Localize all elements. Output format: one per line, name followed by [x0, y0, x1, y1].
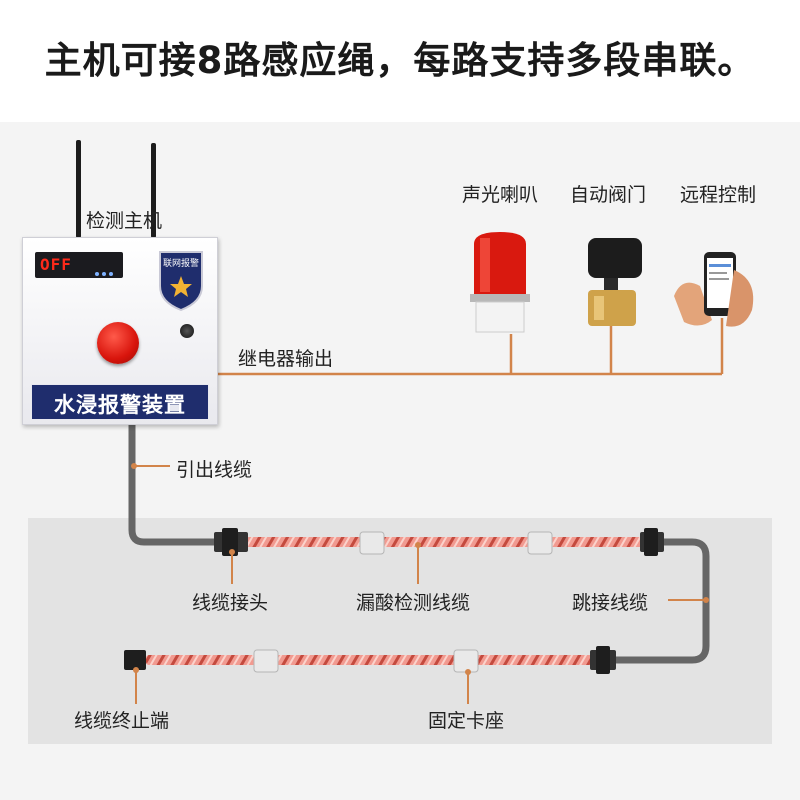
display-readout: OFF	[40, 255, 72, 274]
sensing-cable-lower	[146, 655, 596, 665]
phone-icon	[674, 252, 754, 327]
lead-out-cable-label: 引出线缆	[176, 459, 253, 481]
alarm-button	[97, 322, 139, 364]
badge-label: 联网报警	[162, 259, 199, 269]
device-nameplate: 水浸报警装置	[31, 384, 209, 420]
fixing-clip	[253, 649, 279, 673]
valve-icon	[588, 238, 642, 326]
output-label-siren: 声光喇叭	[462, 184, 539, 206]
detection-host-device: OFF 联网报警 水浸报警装置	[22, 237, 218, 425]
nameplate-text: 水浸报警装置	[54, 393, 186, 417]
jumper-cable-label: 跳接线缆	[572, 592, 649, 614]
status-display: OFF	[35, 252, 123, 278]
sensor-lens	[180, 324, 194, 338]
sensing-cable-upper	[246, 537, 646, 547]
relay-output-label: 继电器输出	[238, 348, 334, 370]
output-label-remote: 远程控制	[680, 184, 757, 206]
sensing-cable-label: 漏酸检测线缆	[356, 592, 471, 614]
headline: 主机可接8路感应绳，每路支持多段串联。	[44, 39, 756, 82]
cable-connector	[214, 528, 248, 556]
police-badge-icon	[159, 251, 203, 312]
connector-label: 线缆接头	[192, 592, 269, 614]
leader-dots	[131, 463, 709, 675]
cable-connector	[640, 528, 664, 556]
cable-connector	[590, 646, 616, 674]
fixing-clip	[527, 531, 553, 555]
lead-out-cable	[128, 424, 216, 546]
fixing-clip	[359, 531, 385, 555]
host-label: 检测主机	[86, 210, 163, 232]
fixing-clip	[453, 649, 479, 673]
terminator-label: 线缆终止端	[74, 710, 170, 732]
antenna-icon	[76, 140, 156, 238]
output-label-valve: 自动阀门	[570, 184, 647, 206]
clip-label: 固定卡座	[428, 710, 505, 732]
cable-terminator	[124, 650, 146, 670]
siren-icon	[470, 232, 530, 333]
indicator-leds	[95, 261, 116, 280]
leader-lines	[134, 465, 706, 704]
relay-output-line	[216, 318, 724, 376]
